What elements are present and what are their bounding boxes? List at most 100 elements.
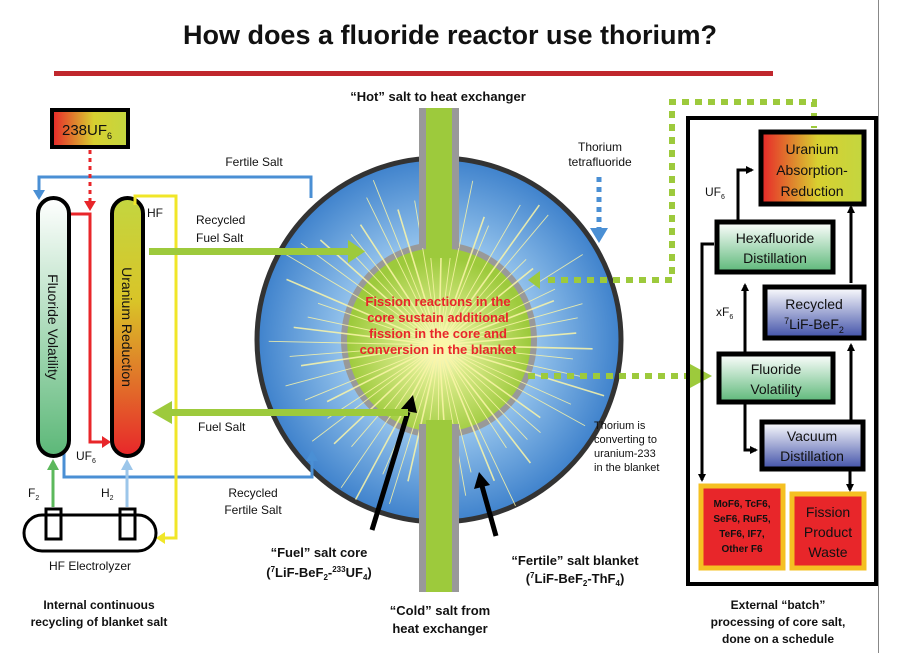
- uf6-source-label: 238UF6: [62, 122, 112, 141]
- recycled-fuel-salt-line: [149, 248, 349, 255]
- thorium-tetrafluoride-label: Thorium: [578, 140, 622, 154]
- hot-pipe: [426, 108, 452, 258]
- fission-ray: [327, 344, 440, 419]
- label-line: converting to: [594, 434, 657, 446]
- fission-ray: [438, 267, 534, 346]
- core-salt-out-arrow-icon: [528, 271, 540, 289]
- fission-ray: [438, 225, 490, 346]
- label-line: in the blanket: [594, 462, 659, 474]
- fission-ray: [438, 344, 586, 379]
- reactor: [254, 108, 624, 592]
- cold-salt-label: heat exchanger: [392, 621, 487, 636]
- fission-text-line: conversion in the blanket: [360, 342, 517, 357]
- uf6-label: UF6: [76, 449, 96, 465]
- volatile-fluoride-item: SeF6, RuF5,: [713, 514, 770, 525]
- external-caption: done on a schedule: [722, 632, 834, 646]
- fission-ray: [438, 254, 583, 346]
- fission-ray: [293, 326, 440, 346]
- hot-salt-label: “Hot” salt to heat exchanger: [350, 89, 526, 104]
- fission-ray: [438, 303, 583, 346]
- fission-ray: [438, 180, 474, 346]
- fission-ray: [438, 214, 549, 346]
- hf-label: HF: [147, 206, 163, 220]
- fission-product-waste-label: Waste: [808, 544, 847, 560]
- hf-arrow-icon: [156, 532, 165, 544]
- uranium-reduction-column: [110, 196, 145, 458]
- vacuum-distillation-label: Vacuum: [787, 428, 837, 444]
- f2-electrode: [44, 507, 63, 541]
- fission-ray: [438, 344, 593, 350]
- fission-ray: [311, 344, 440, 442]
- fluoride-volatility-box-label: Volatility: [750, 381, 801, 397]
- fuel-core-pointer-arrow-icon: [400, 395, 417, 413]
- thorium-converting-label: Thorium is converting to uranium-233 in …: [594, 420, 659, 474]
- hex-to-volatile-line: [698, 242, 714, 482]
- fission-ray: [438, 204, 540, 346]
- xf6-label: xF6: [716, 305, 733, 321]
- internal-caption: Internal continuous: [43, 598, 155, 612]
- fuel-salt-arrow-icon: [152, 401, 172, 424]
- fluoride-volatility-label: Fluoride Volatility: [45, 274, 61, 380]
- recycled-fertile-salt-label: Recycled: [228, 486, 277, 500]
- fission-text-line: core sustain additional: [367, 310, 509, 325]
- recycled-salt-formula: 7LiF-BeF2: [784, 316, 844, 335]
- fission-ray: [438, 216, 485, 346]
- fertile-salt-label: Fertile Salt: [225, 155, 283, 169]
- fission-ray: [438, 344, 467, 496]
- hf-electrolyzer: [22, 513, 158, 553]
- recycled-fuel-salt-label: Recycled: [196, 213, 245, 227]
- recycled-fertile-salt-line: [62, 452, 314, 479]
- fluoride-volatility-box-label: Fluoride: [751, 361, 802, 377]
- fission-product-waste-label: Product: [804, 524, 852, 540]
- fission-ray: [304, 344, 440, 401]
- uranium-absorption-label: Reduction: [780, 183, 843, 199]
- fission-ray: [438, 344, 572, 405]
- fission-ray: [300, 344, 440, 367]
- fission-ray: [438, 299, 555, 346]
- f2-arrow-icon: [47, 459, 59, 470]
- uf6-external-label: UF6: [705, 185, 725, 201]
- fuel-core-formula: (7LiF-BeF2-233UF4): [266, 565, 371, 582]
- internal-caption: recycling of blanket salt: [31, 615, 168, 629]
- recycled-fertile-salt-arrow-icon: [306, 450, 318, 461]
- fission-ray: [359, 224, 440, 346]
- fission-ray: [438, 204, 521, 346]
- volatile-fluoride-item: TeF6, IF7,: [719, 529, 765, 540]
- hex-to-uranium-line: [736, 166, 754, 222]
- uranium-absorption-box: [758, 129, 867, 207]
- fission-ray: [366, 197, 440, 346]
- fuel-core-label: “Fuel” salt core: [271, 545, 368, 560]
- fission-product-waste-label: Fission: [806, 504, 850, 520]
- f2-label: F2: [28, 486, 39, 502]
- fission-ray: [438, 288, 556, 346]
- fuel-core-pointer: [369, 411, 411, 531]
- fission-ray: [438, 317, 578, 346]
- fission-ray: [340, 344, 440, 488]
- cold-salt-label: “Cold” salt from: [390, 603, 490, 618]
- page-title: How does a fluoride reactor use thorium?: [183, 20, 717, 50]
- fuel-salt-line: [170, 409, 408, 416]
- fertile-blanket-pointer: [479, 485, 499, 537]
- uf6-transfer-arrow-icon: [102, 436, 111, 448]
- fission-ray: [351, 344, 440, 447]
- fission-ray: [407, 344, 440, 482]
- h2-arrow-icon: [121, 459, 133, 470]
- thorium-feed-arrow-icon: [590, 228, 608, 243]
- hf-electrolyzer-label: HF Electrolyzer: [49, 559, 131, 573]
- fertile-blanket-label: “Fertile” salt blanket: [511, 553, 639, 568]
- external-processing-frame: [686, 116, 878, 586]
- fission-ray: [397, 209, 440, 346]
- fission-ray: [307, 316, 440, 346]
- fission-ray: [438, 344, 605, 397]
- uranium-reduction-label: Uranium Reduction: [119, 267, 135, 387]
- fission-ray: [438, 344, 472, 473]
- fuel-salt-label: Fuel Salt: [198, 420, 246, 434]
- fission-ray: [350, 233, 440, 346]
- recycled-salt-label: Recycled: [785, 296, 843, 312]
- fission-ray: [438, 344, 528, 440]
- vacuum-distillation-label: Distillation: [780, 448, 844, 464]
- fertile-blanket-formula: (7LiF-BeF2-ThF4): [526, 571, 625, 588]
- fission-ray: [389, 344, 440, 504]
- recycled-fertile-salt-label: Fertile Salt: [224, 503, 282, 517]
